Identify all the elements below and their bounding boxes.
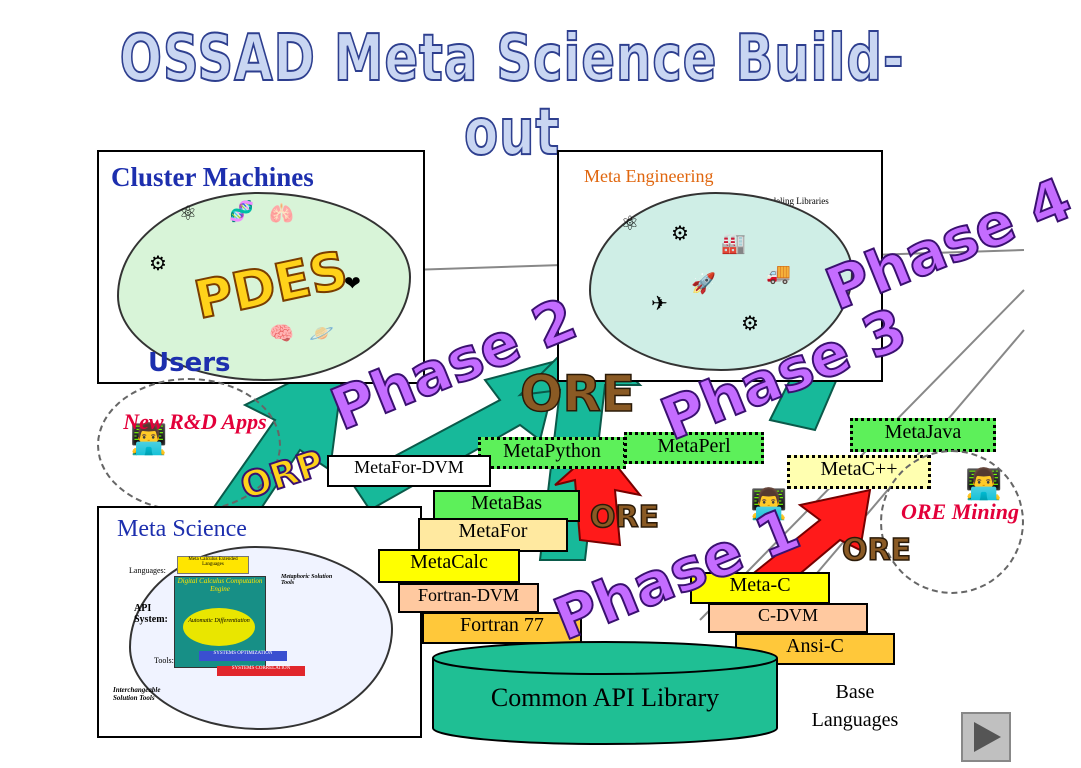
systems-correlation-bar: SYSTEMS CORRELATION [217,666,305,676]
ore-mining-circle [880,450,1024,594]
metaphoric-tools-label: Metaphoric Solution Tools [281,574,333,586]
plane-icon: ✈ [651,293,668,315]
factory-icon: 🏭 [721,233,746,255]
fortran-dvm-label: Fortran-DVM [398,583,539,613]
meta-c-label: Meta-C [690,572,830,604]
cluster-cloud: ⚛ 🧬 🫁 ⚙ ❤ 🪐 🧠 PDES [117,192,411,381]
gear-icon: ⚙ [149,253,167,275]
page-title: OSSAD Meta Science Build-out [119,21,905,171]
languages-label: Languages: [129,566,166,575]
truck-icon: 🚚 [766,263,791,285]
metapython-label: MetaPython [478,437,626,469]
cluster-machines-panel: Cluster Machines ⚛ 🧬 🫁 ⚙ ❤ 🪐 🧠 PDES [97,150,425,384]
users-title: Users [148,348,231,378]
brain-icon: 🧠 [269,323,294,345]
tools-label: Tools: [154,656,174,665]
common-api-library-cylinder [432,641,778,745]
cluster-machines-title: Cluster Machines [111,162,314,192]
atom-icon: ⚛ [179,203,197,225]
ore-mining-label: ORE Mining [901,499,1019,524]
computer-user-icon: 👨‍💻 [750,488,788,521]
meta-engineering-title: Meta Engineering [584,166,714,186]
atom-icon: ⚛ [621,213,639,235]
computer-user-icon: 👨‍💻 [130,423,168,456]
gear-icon: ⚙ [671,223,689,245]
meta-engineering-panel: Meta Engineering Modeling Libraries ⚛ ⚙ … [557,150,883,382]
metafor-dvm-label: MetaFor-DVM [327,455,491,487]
systems-optimization-bar: SYSTEMS OPTIMIZATION [199,651,287,661]
metafor-label: MetaFor [418,518,568,552]
computer-user-icon: 👨‍💻 [965,468,1003,501]
metajava-label: MetaJava [850,418,996,452]
metacalc-label: MetaCalc [378,549,520,583]
meta-science-panel: Meta Science Languages: API System: Tool… [97,506,422,738]
base-languages-label: Base Languages [811,681,899,731]
play-button[interactable] [961,712,1011,762]
engineering-cloud: ⚛ ⚙ 🏭 🚚 🚀 ✈ ⚙ [589,192,853,371]
modeling-libraries-label: Modeling Libraries [759,196,829,206]
lungs-icon: 🫁 [269,203,294,225]
meta-science-title: Meta Science [117,516,247,542]
c-dvm-label: C-DVM [708,603,868,633]
dna-icon: 🧬 [229,201,254,223]
planet-icon: 🪐 [309,323,334,345]
common-api-library-label: Common API Library [490,683,720,712]
pdes-logo: PDES [188,240,353,333]
api-system-label: API System: [134,603,168,625]
heart-icon: ❤ [344,273,361,295]
new-rd-apps: New R&D Apps [123,409,267,434]
ore-label-large: ORE [519,364,636,424]
fortran77-label: Fortran 77 [422,612,582,644]
interchangeable-tools-label: Interchangeable Solution Tools [113,686,161,702]
rocket-icon: 🚀 [691,273,716,295]
metaperl-label: MetaPerl [624,432,764,464]
play-button-icon [974,722,1001,752]
gear-icon: ⚙ [741,313,759,335]
ore-label-left: ORE [589,499,660,536]
meta-calculus-box: Meta Calculus Extended Languages [177,556,249,574]
ore-label-right: ORE [841,532,912,569]
ore-arrow-left [554,443,643,547]
ansi-c-label: Ansi-C [735,633,895,665]
automatic-differentiation-ellipse: Automatic Differentiation [183,608,255,646]
